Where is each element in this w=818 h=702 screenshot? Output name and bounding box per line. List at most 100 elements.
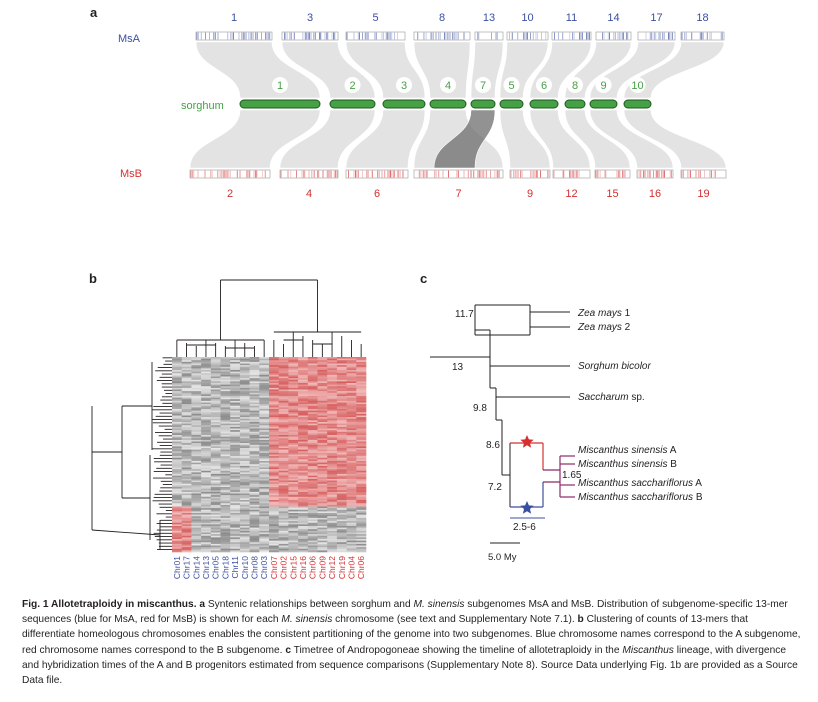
heatmap-cell <box>230 532 241 535</box>
heatmap-cell <box>336 378 347 381</box>
heatmap-cell <box>288 470 299 473</box>
heatmap-cell <box>239 511 250 514</box>
heatmap-cell <box>269 420 279 423</box>
heatmap-cell <box>230 547 241 550</box>
heatmap-cell <box>269 480 279 483</box>
heatmap-cell <box>230 386 241 389</box>
heatmap-cell <box>210 504 221 507</box>
heatmap-cell <box>230 417 241 420</box>
heatmap-cell <box>249 454 260 457</box>
heatmap-cell <box>327 513 338 515</box>
heatmap-cell <box>278 420 289 423</box>
synteny-ribbon-msb <box>345 109 426 169</box>
heatmap-cell <box>288 504 299 507</box>
heatmap-cell <box>210 532 221 535</box>
heatmap-cell <box>307 511 318 514</box>
heatmap-cell <box>172 529 182 532</box>
heatmap-cell <box>249 480 260 483</box>
heatmap-cell <box>181 488 192 491</box>
heatmap-cell <box>220 373 231 376</box>
heatmap-cell <box>259 485 270 488</box>
heatmap-cell <box>259 493 270 496</box>
heatmap-cell <box>307 482 318 485</box>
heatmap-cell <box>201 409 212 411</box>
heatmap-cell <box>278 423 289 426</box>
heatmap-cell <box>220 535 231 538</box>
heatmap-cell <box>327 545 338 548</box>
heatmap-cell <box>259 535 270 538</box>
heatmap-cell <box>317 383 328 385</box>
heatmap-cell <box>210 516 221 519</box>
heatmap-cell <box>210 371 221 374</box>
heatmap-cell <box>307 373 318 376</box>
heatmap-cell <box>230 433 241 436</box>
heatmap-cell <box>307 483 318 486</box>
heatmap-cell <box>327 534 338 537</box>
heatmap-cell <box>346 488 357 491</box>
heatmap-cell <box>220 452 231 455</box>
heatmap-cell <box>220 422 231 424</box>
heatmap-cell <box>278 488 289 491</box>
heatmap-cell <box>346 443 357 446</box>
heatmap-cell <box>356 376 367 379</box>
heatmap-cell <box>269 368 279 371</box>
heatmap-cell <box>239 368 250 371</box>
heatmap-cell <box>181 426 192 429</box>
heatmap-cell <box>172 444 182 447</box>
heatmap-cell <box>220 482 231 485</box>
heatmap-cell <box>239 537 250 540</box>
heatmap-cell <box>356 402 367 405</box>
heatmap-cell <box>230 537 241 540</box>
heatmap-cell <box>307 535 318 538</box>
heatmap-cell <box>172 517 182 520</box>
heatmap-cell <box>346 547 357 550</box>
heatmap-cell <box>288 360 299 363</box>
heatmap-cell <box>298 456 309 459</box>
heatmap-cell <box>230 490 241 493</box>
heatmap-cell <box>220 404 231 407</box>
chromosome-column-label: Chr14 <box>191 556 201 579</box>
heatmap-cell <box>181 459 192 462</box>
heatmap-cell <box>220 493 231 496</box>
heatmap-cell <box>346 534 357 537</box>
heatmap-cell <box>230 400 241 403</box>
heatmap-cell <box>239 459 250 462</box>
heatmap-cell <box>327 485 338 488</box>
heatmap-cell <box>307 495 318 498</box>
heatmap-cell <box>220 433 231 436</box>
heatmap-cell <box>356 428 367 431</box>
heatmap-cell <box>269 503 279 506</box>
heatmap-cell <box>220 490 231 493</box>
heatmap-cell <box>220 439 231 442</box>
heatmap-cell <box>191 482 202 485</box>
heatmap-cell <box>346 519 357 522</box>
heatmap-cell <box>239 514 250 517</box>
heatmap-cell <box>220 446 231 449</box>
heatmap-cell <box>346 412 357 415</box>
heatmap-cell <box>346 454 357 457</box>
heatmap-cell <box>201 418 212 421</box>
heatmap-cell <box>317 426 328 429</box>
heatmap-cell <box>356 449 367 452</box>
heatmap-cell <box>239 430 250 433</box>
heatmap-cell <box>191 472 202 475</box>
heatmap-cell <box>220 462 231 465</box>
heatmap-cell <box>201 469 212 472</box>
heatmap-cell <box>269 491 279 494</box>
heatmap-cell <box>201 506 212 509</box>
heatmap-cell <box>239 480 250 483</box>
heatmap-cell <box>191 477 202 480</box>
heatmap-cell <box>269 402 279 405</box>
heatmap-cell <box>336 545 347 548</box>
heatmap-cell <box>269 443 279 446</box>
heatmap-cell <box>298 529 309 532</box>
heatmap-cell <box>220 386 231 389</box>
heatmap-cell <box>259 504 270 507</box>
heatmap-cell <box>172 451 182 454</box>
heatmap-cell <box>298 391 309 394</box>
heatmap-cell <box>298 407 309 410</box>
heatmap-cell <box>336 428 347 431</box>
heatmap-cell <box>259 530 270 533</box>
heatmap-cell <box>278 485 289 488</box>
heatmap-cell <box>181 550 192 553</box>
